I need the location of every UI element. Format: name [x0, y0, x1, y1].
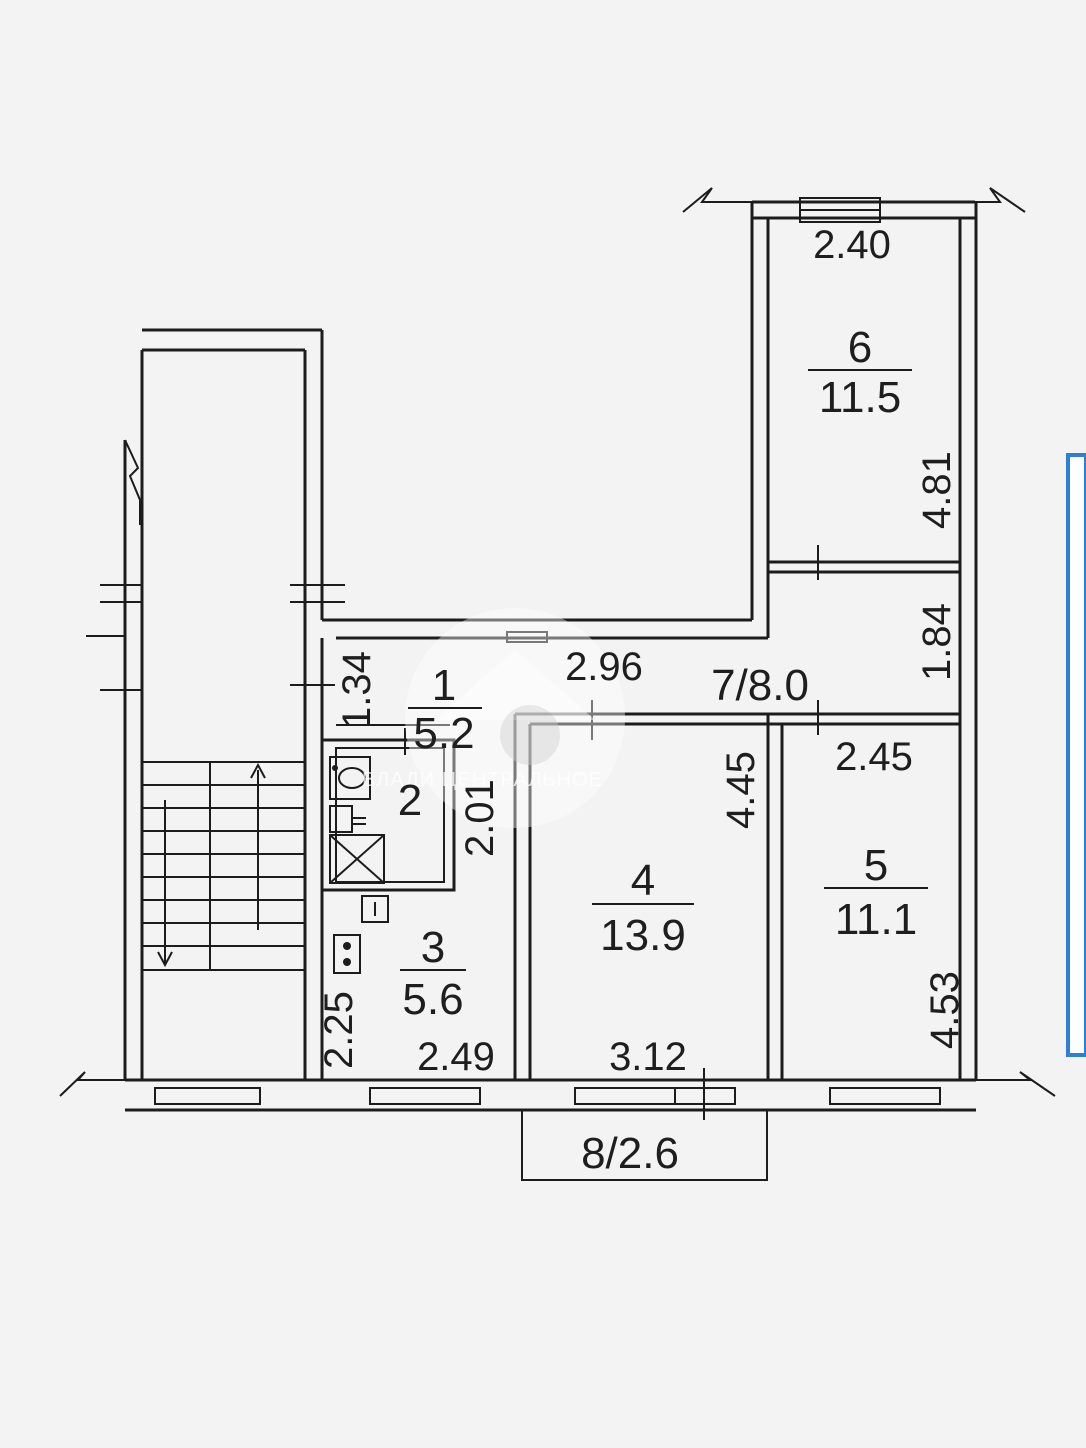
watermark-logo — [405, 608, 625, 828]
blue-sheet-edge — [1066, 453, 1086, 1057]
corridor-label: 7/8.0 — [711, 661, 809, 710]
dim-hall-height: 1.34 — [335, 651, 379, 729]
stove-icon — [333, 934, 361, 974]
dim-room6-width: 2.40 — [813, 223, 891, 267]
interior-walls — [320, 545, 960, 1080]
dim-hall-width: 2.96 — [565, 645, 643, 689]
sink-icon — [329, 756, 371, 800]
watermark-text: ВЛАДИ ЦЕНТРАЛЬНОЕ — [362, 769, 603, 791]
dimension-labels: 2.40 4.81 1.84 2.96 1.34 2.01 2.25 2.49 … — [317, 223, 967, 1079]
dim-room4-width: 3.12 — [609, 1035, 687, 1079]
room-2-number: 2 — [398, 776, 422, 825]
staircase — [141, 761, 306, 971]
dim-room4-length: 4.45 — [719, 751, 763, 829]
dim-room5-length: 4.53 — [923, 971, 967, 1049]
balcony — [521, 1109, 768, 1181]
room-3-area: 5.6 — [402, 975, 463, 1024]
room-1-number: 1 — [432, 661, 456, 710]
dim-corridor-length: 1.84 — [915, 603, 959, 681]
room-6-area: 11.5 — [819, 373, 901, 422]
bathtub-icon — [329, 834, 385, 884]
dim-bath-height: 2.01 — [458, 779, 502, 857]
balcony-label: 8/2.6 — [581, 1129, 679, 1178]
dim-kitchen-width: 2.49 — [417, 1035, 495, 1079]
toilet-icon — [329, 805, 366, 833]
room-6-number: 6 — [848, 323, 872, 372]
room-4-number: 4 — [631, 856, 655, 905]
room-labels: 1 5.2 2 3 5.6 4 13.9 5 11.1 6 11.5 7/8.0… — [398, 323, 928, 1178]
room-3-number: 3 — [421, 923, 445, 972]
kitchen-sink-icon — [361, 895, 389, 923]
fixtures — [141, 756, 389, 974]
room-4-area: 13.9 — [600, 911, 686, 960]
dim-room6-length: 4.81 — [915, 451, 959, 529]
room-5-number: 5 — [864, 841, 888, 890]
dim-kitchen-side: 2.25 — [317, 991, 361, 1069]
room-5-area: 11.1 — [835, 895, 917, 944]
room-1-area: 5.2 — [413, 709, 474, 758]
dim-room5-width: 2.45 — [835, 735, 913, 779]
